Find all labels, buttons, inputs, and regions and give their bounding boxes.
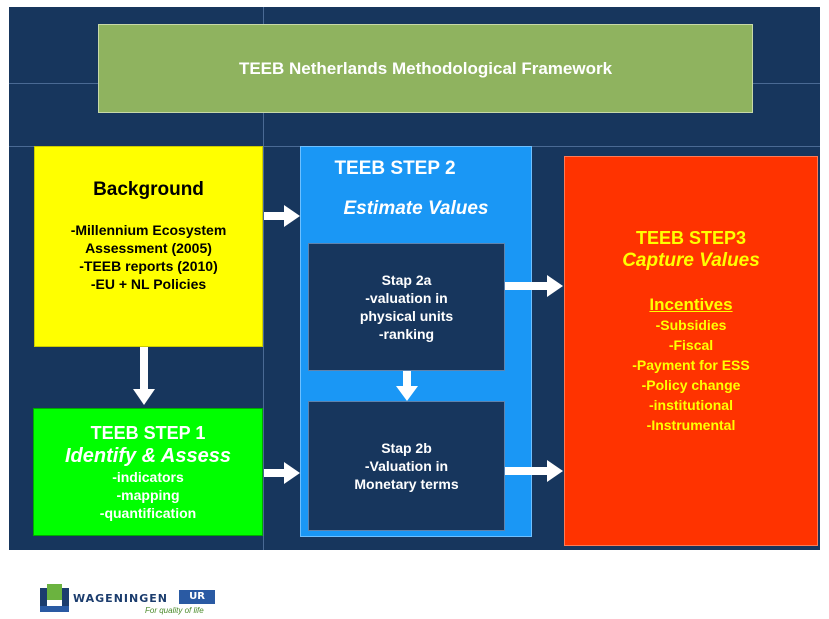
step2a-box: Stap 2a -valuation in physical units -ra…: [308, 243, 505, 371]
step1-subtitle: Identify & Assess: [65, 444, 231, 467]
step3-line: -Policy change: [641, 377, 741, 393]
step3-line: -Instrumental: [646, 417, 736, 433]
step1-box: TEEB STEP 1 Identify & Assess -indicator…: [33, 408, 263, 536]
incentives-heading: Incentives: [649, 295, 733, 314]
step3-box: TEEB STEP3 Capture Values Incentives -Su…: [564, 156, 818, 546]
step2a-line: -ranking: [378, 326, 435, 342]
background-line: Assessment (2005): [85, 239, 212, 256]
arrow-right-icon: [264, 462, 300, 484]
arrow-down-icon: [133, 347, 155, 405]
background-heading: Background: [93, 178, 204, 200]
background-line: -Millennium Ecosystem: [70, 221, 227, 238]
step2-subtitle: Estimate Values: [343, 198, 489, 219]
background-box: Background -Millennium Ecosystem Assessm…: [34, 146, 263, 347]
grid-line: [263, 7, 264, 550]
step2b-box: Stap 2b -Valuation in Monetary terms: [308, 401, 505, 531]
logo-suffix: UR: [179, 590, 215, 604]
step3-heading: TEEB STEP3: [635, 228, 747, 248]
step3-line: -institutional: [649, 397, 733, 413]
step1-line: -quantification: [99, 504, 197, 521]
logo-name: WAGENINGEN: [73, 592, 168, 605]
step2a-line: physical units: [359, 308, 454, 324]
step3-subtitle: Capture Values: [622, 250, 760, 271]
framework-title-box: TEEB Netherlands Methodological Framewor…: [98, 24, 753, 113]
step3-line: -Fiscal: [668, 337, 714, 353]
logo-tagline: For quality of life: [145, 606, 204, 615]
step2a-line: -valuation in: [365, 290, 448, 306]
step2a-line: Stap 2a: [381, 272, 432, 288]
step2b-line: -Valuation in: [364, 458, 449, 474]
step3-line: -Subsidies: [655, 317, 727, 333]
background-line: -EU + NL Policies: [90, 275, 207, 292]
arrow-right-icon: [505, 275, 563, 297]
step1-line: -indicators: [112, 468, 184, 485]
step1-heading: TEEB STEP 1: [90, 422, 206, 443]
framework-title: TEEB Netherlands Methodological Framewor…: [238, 58, 613, 78]
arrow-right-icon: [505, 460, 563, 482]
wageningen-logo-icon: [40, 584, 69, 612]
step2b-line: Monetary terms: [354, 476, 459, 492]
step2b-line: Stap 2b: [381, 440, 432, 456]
step2-heading: TEEB STEP 2: [334, 158, 456, 179]
step1-line: -mapping: [116, 486, 180, 503]
arrow-right-icon: [264, 205, 300, 227]
background-line: -TEEB reports (2010): [79, 257, 218, 274]
step3-line: -Payment for ESS: [632, 357, 750, 373]
arrow-down-icon: [396, 371, 418, 401]
